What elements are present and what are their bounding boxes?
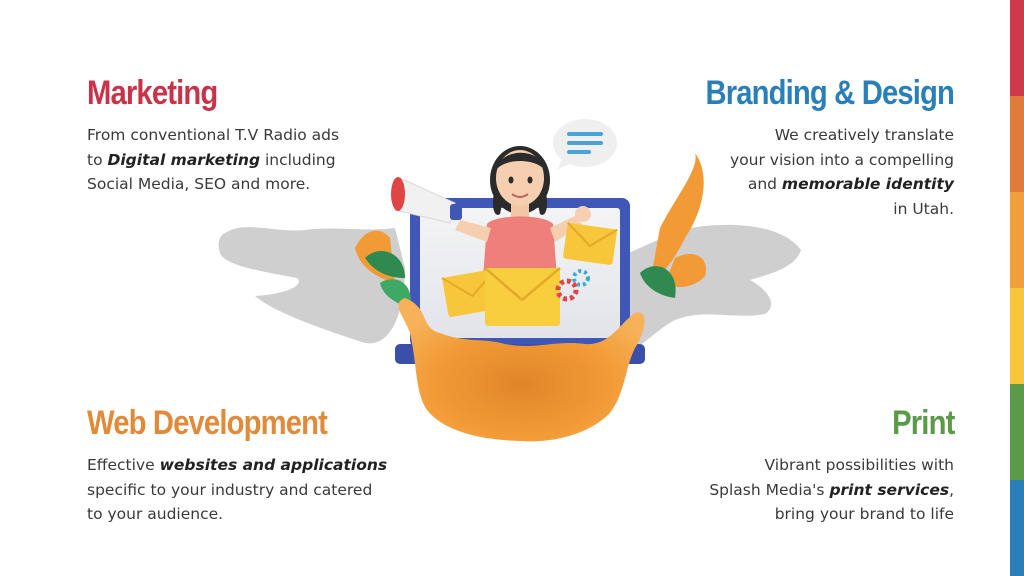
text-segment: to [87,150,108,169]
stripe-orange [1010,96,1024,192]
marketing-description: From conventional T.V Radio ads to Digit… [87,123,407,197]
stripe-blue [1010,480,1024,576]
webdev-line-1: Effective websites and applications [87,453,427,478]
branding-line-4: in Utah. [893,199,954,218]
gear-icon [555,269,590,302]
stripe-green [1010,384,1024,480]
marketing-line-1: From conventional T.V Radio ads [87,126,340,144]
stripe-red [1010,0,1024,96]
marketing-section: Marketing From conventional T.V Radio ad… [87,74,407,197]
print-description: Vibrant possibilities with Splash Media'… [594,453,954,527]
emphasis-text: Digital marketing [107,150,261,169]
woman-with-megaphone-illustration [218,119,801,442]
marketing-line-2: to Digital marketing including [87,148,407,173]
branding-section: Branding & Design We creatively translat… [594,74,954,221]
branding-line-3: and memorable identity [594,172,954,197]
text-segment: Effective [87,456,160,474]
text-segment: and [747,175,782,193]
marketing-title: Marketing [87,74,218,112]
print-section: Print Vibrant possibilities with Splash … [594,404,955,527]
emphasis-text: websites and applications [159,456,388,474]
webdev-line-3: to your audience. [87,505,224,523]
branding-description: We creatively translate your vision into… [594,123,954,221]
webdev-description: Effective websites and applications spec… [87,453,427,527]
marketing-line-3: Social Media, SEO and more. [87,175,311,193]
webdev-section: Web Development Effective websites and a… [87,404,427,527]
text-segment: , [949,480,954,499]
orange-splash-front [398,298,645,442]
text-segment: Splash Media's [709,480,830,499]
text-segment: including [260,150,336,169]
print-line-2: Splash Media's print services, [594,478,954,503]
stripe-amber [1010,192,1024,288]
emphasis-text: memorable identity [781,175,954,193]
print-title: Print [891,404,955,442]
webdev-line-2: specific to your industry and catered [87,480,373,499]
woman-character [455,146,591,278]
print-line-1: Vibrant possibilities with [764,456,954,474]
chat-bubble-icon [553,119,617,170]
branding-title: Branding & Design [705,74,954,112]
branding-line-1: We creatively translate [774,126,954,144]
megaphone-icon [391,177,462,224]
color-stripe [1010,0,1024,576]
print-line-3: bring your brand to life [774,505,954,523]
webdev-title: Web Development [87,404,328,442]
stripe-yellow [1010,288,1024,384]
emphasis-text: print services [829,480,950,499]
branding-line-2: your vision into a compelling [730,150,954,169]
envelope-icon [441,222,618,326]
